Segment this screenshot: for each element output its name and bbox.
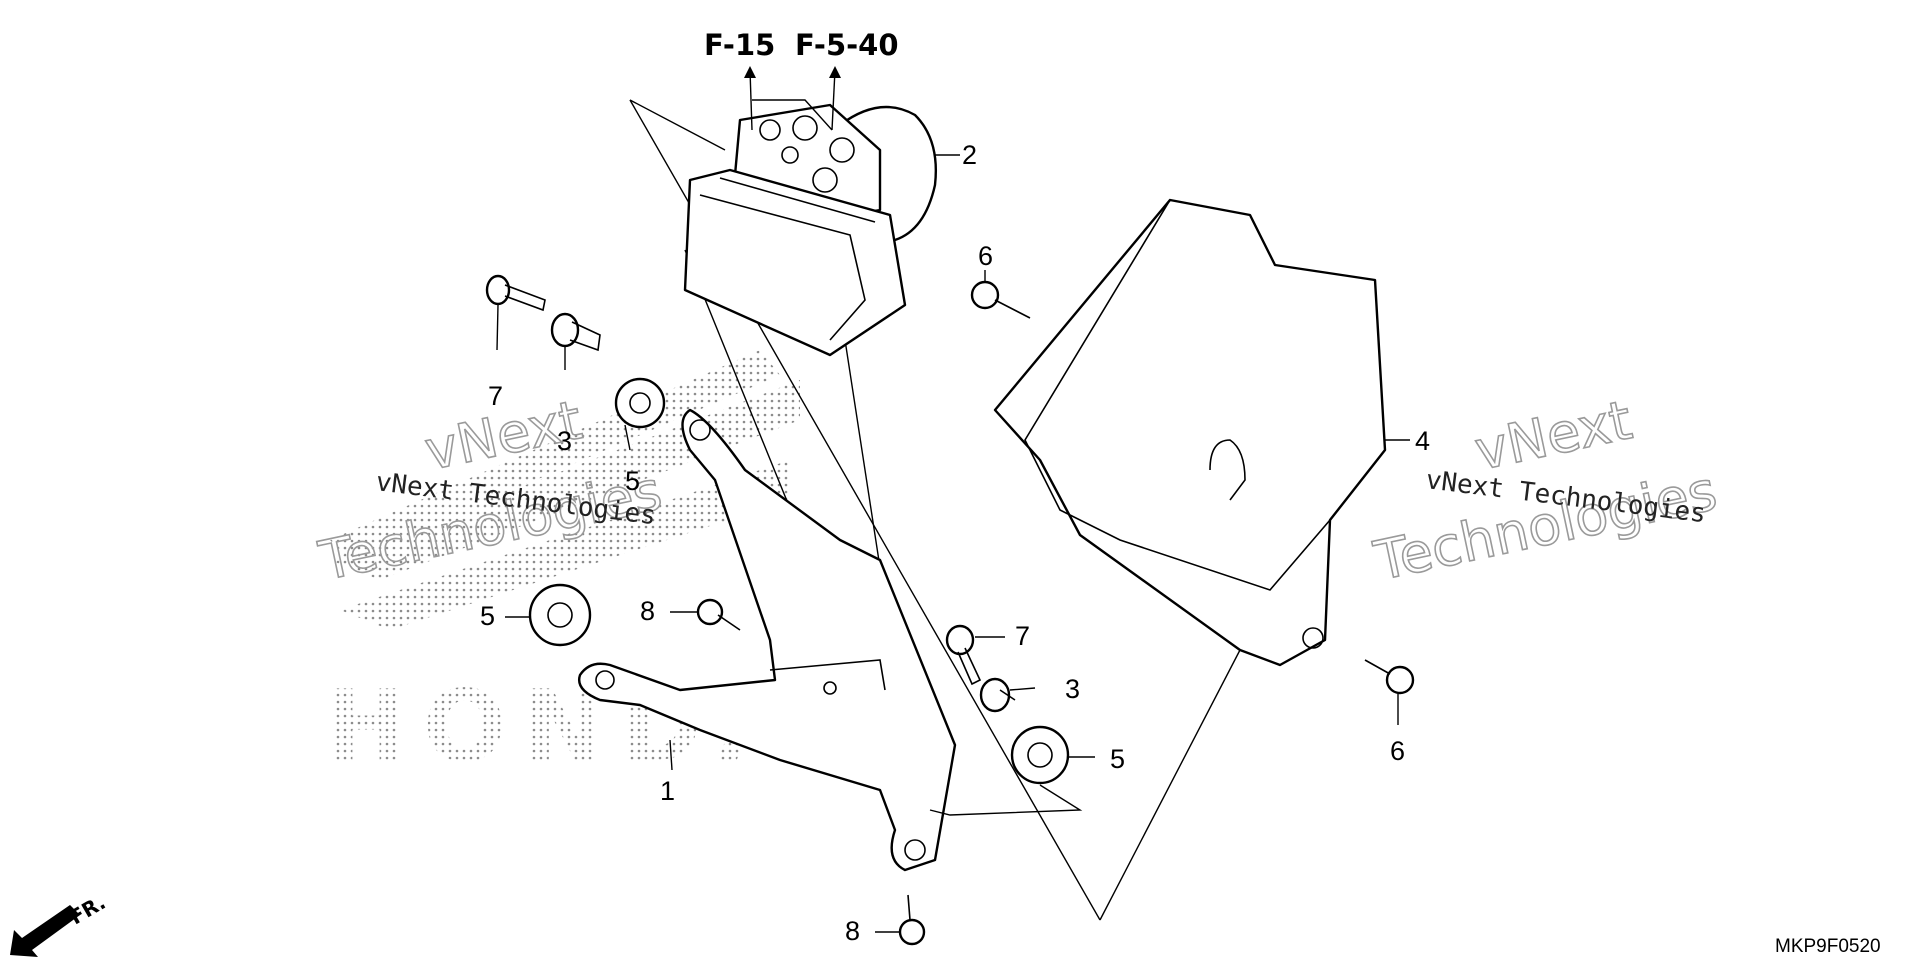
abs-bracket[interactable]	[578, 408, 957, 872]
bolt-6-lower[interactable]	[1364, 659, 1415, 695]
bolt-7-lower[interactable]	[945, 624, 982, 686]
callout-4: 4	[1415, 426, 1430, 456]
watermark-vnext-right: vNext	[1470, 388, 1637, 482]
bolt-6-upper[interactable]	[970, 280, 1031, 319]
front-direction-indicator: FR.	[10, 890, 110, 957]
callout-8-upper: 8	[640, 596, 655, 626]
abs-modulator[interactable]	[683, 103, 937, 357]
diagram-code: MKP9F0520	[1775, 936, 1881, 957]
reference-f15[interactable]: F-15	[704, 28, 775, 62]
grommet-5-left[interactable]	[528, 583, 592, 647]
callout-5-right: 5	[1110, 744, 1125, 774]
collar-3-upper[interactable]	[550, 312, 601, 352]
front-label: FR.	[66, 890, 110, 929]
callout-leaders	[496, 154, 1410, 933]
collar-3-lower[interactable]	[979, 677, 1016, 713]
brand-wing-logo	[330, 350, 800, 630]
bolt-8-lower[interactable]	[898, 894, 926, 946]
callout-5-upper: 5	[625, 466, 640, 496]
reference-f540[interactable]: F-5-40	[795, 28, 899, 62]
bolt-7-upper[interactable]	[485, 274, 546, 312]
grommet-5-right[interactable]	[1010, 725, 1070, 785]
callout-1: 1	[660, 776, 675, 806]
callout-3-lower: 3	[1065, 674, 1080, 704]
callout-7-lower: 7	[1015, 621, 1030, 651]
bolt-8-upper[interactable]	[696, 598, 741, 631]
grommet-5-upper[interactable]	[614, 377, 666, 429]
callout-6-upper: 6	[978, 241, 993, 271]
callout-6-lower: 6	[1390, 736, 1405, 766]
reference-arrows	[744, 66, 841, 131]
watermark: HONDA vNext Technologies vNext Technolog…	[313, 350, 1723, 784]
callout-7-upper: 7	[488, 381, 503, 411]
abs-cover[interactable]	[993, 198, 1387, 667]
callout-2: 2	[962, 140, 977, 170]
callout-8-lower: 8	[845, 916, 860, 946]
callout-3-upper: 3	[557, 426, 572, 456]
callout-5-left: 5	[480, 601, 495, 631]
front-arrow-icon	[10, 905, 80, 957]
